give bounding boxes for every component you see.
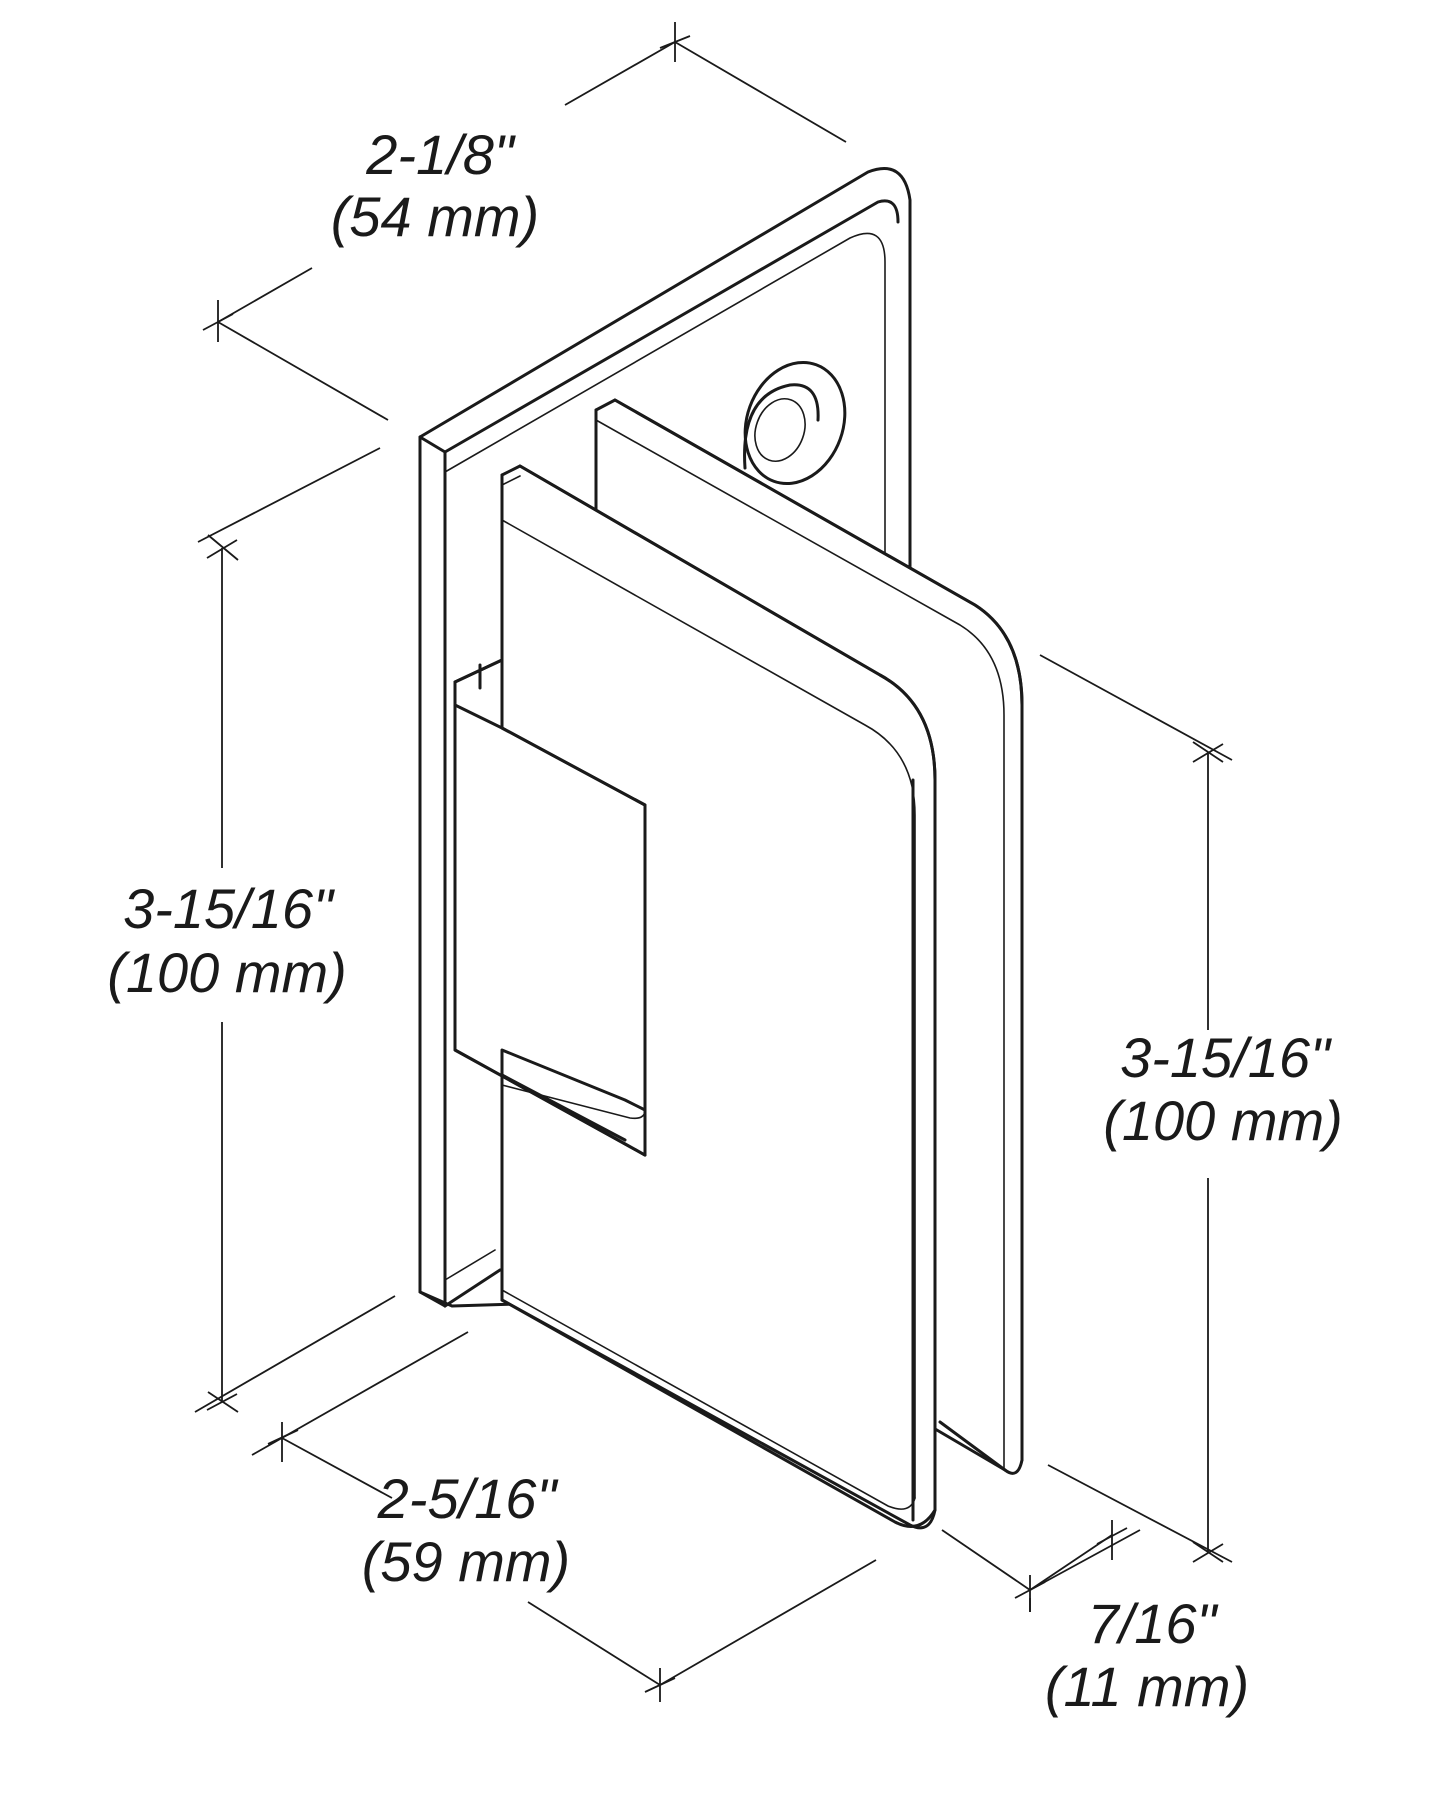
left-height-imperial-label: 3-15/16" (123, 877, 335, 940)
width-dimension-line (217, 41, 676, 323)
dimension-labels: 2-1/8" (54 mm) 3-15/16" (100 mm) 3-15/16… (107, 123, 1343, 1718)
dimension-lines (194, 22, 1233, 1702)
mounting-hole (743, 360, 847, 486)
depth-imperial-label: 2-5/16" (377, 1467, 559, 1530)
front-clamp-plate (500, 464, 937, 1530)
width-imperial-label: 2-1/8" (365, 123, 516, 186)
hinge-knuckle (453, 658, 647, 1157)
right-height-metric-label: (100 mm) (1103, 1089, 1343, 1152)
thickness-imperial-label: 7/16" (1088, 1592, 1219, 1655)
left-height-metric-label: (100 mm) (107, 941, 347, 1004)
right-height-imperial-label: 3-15/16" (1120, 1026, 1332, 1089)
depth-metric-label: (59 mm) (362, 1530, 570, 1593)
width-metric-label: (54 mm) (331, 185, 539, 248)
hinge-illustration (418, 167, 1024, 1530)
thickness-metric-label: (11 mm) (1045, 1655, 1249, 1718)
